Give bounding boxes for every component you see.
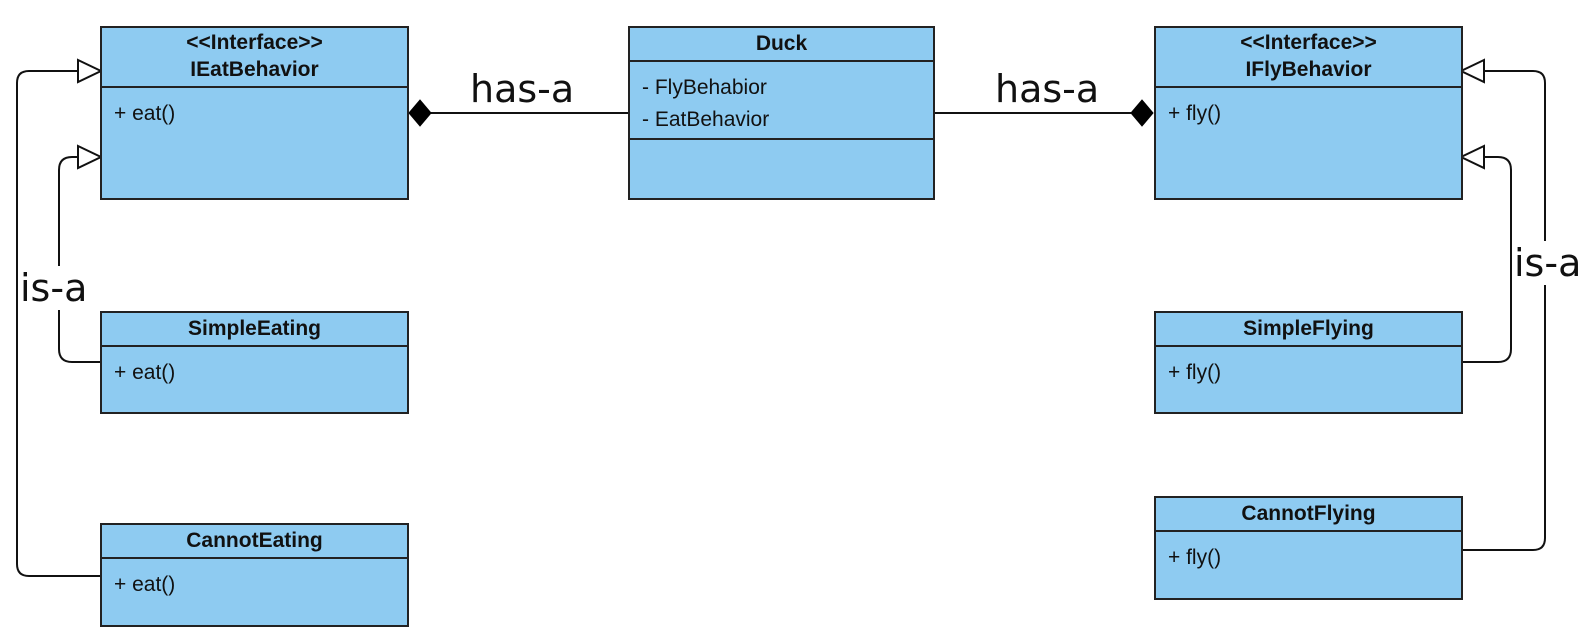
class-cannotflying[interactable]: CannotFlying + fly() (1154, 496, 1463, 600)
class-name: SimpleEating (187, 317, 322, 340)
edge-label-is-a-eat: is-a (20, 266, 88, 310)
inheritance-edge-simpleeating (58, 156, 101, 363)
class-methods: + eat() (102, 347, 407, 399)
class-name: IEatBehavior (190, 58, 319, 81)
inheritance-arrow-simpleflying (1458, 144, 1485, 170)
method-fly: + fly() (1168, 361, 1222, 384)
edge-label-has-a-eat: has-a (470, 67, 575, 111)
class-methods: + eat() (102, 559, 407, 611)
class-header: SimpleEating (102, 313, 407, 347)
class-methods: + fly() (1156, 347, 1461, 399)
class-methods: + fly() (1156, 88, 1461, 140)
class-methods: + fly() (1156, 532, 1461, 584)
class-header: <<Interface>> IEatBehavior (102, 28, 407, 88)
class-iflybehavior[interactable]: <<Interface>> IFlyBehavior + fly() (1154, 26, 1463, 200)
class-stereotype: <<Interface>> (1240, 31, 1377, 54)
class-name: CannotEating (186, 529, 323, 552)
inheritance-arrow-cannotflying (1458, 58, 1485, 84)
attribute-flybehavior: - FlyBehabior (642, 76, 767, 99)
method-eat: + eat() (114, 102, 176, 125)
attribute-eatbehavior: - EatBehavior (642, 108, 770, 131)
method-fly: + fly() (1168, 102, 1222, 125)
class-header: CannotEating (102, 525, 407, 559)
class-name: Duck (755, 32, 808, 55)
class-cannoteating[interactable]: CannotEating + eat() (100, 523, 409, 627)
inheritance-edge-simpleflying (1461, 156, 1512, 363)
inheritance-arrow-simpleeating (77, 144, 104, 170)
class-attributes: - FlyBehabior - EatBehavior (630, 62, 933, 140)
composition-diamond-ieat (408, 99, 432, 127)
class-header: CannotFlying (1156, 498, 1461, 532)
class-name: CannotFlying (1241, 502, 1376, 525)
class-simpleeating[interactable]: SimpleEating + eat() (100, 311, 409, 414)
edge-label-has-a-fly: has-a (995, 67, 1100, 111)
inheritance-arrow-cannoteating (77, 58, 104, 84)
composition-diamond-ifly (1130, 99, 1154, 127)
inheritance-edge-cannoteating (16, 70, 101, 577)
method-eat: + eat() (114, 361, 176, 384)
class-stereotype: <<Interface>> (186, 31, 323, 54)
inheritance-edge-cannotflying (1461, 70, 1546, 551)
class-header: Duck (630, 28, 933, 62)
class-ieatbehavior[interactable]: <<Interface>> IEatBehavior + eat() (100, 26, 409, 200)
class-name: SimpleFlying (1243, 317, 1374, 340)
method-eat: + eat() (114, 573, 176, 596)
class-header: SimpleFlying (1156, 313, 1461, 347)
edge-label-is-a-fly: is-a (1514, 241, 1582, 285)
class-duck[interactable]: Duck - FlyBehabior - EatBehavior (628, 26, 935, 200)
class-name: IFlyBehavior (1245, 58, 1372, 81)
class-methods: + eat() (102, 88, 407, 140)
class-header: <<Interface>> IFlyBehavior (1156, 28, 1461, 88)
method-fly: + fly() (1168, 546, 1222, 569)
class-simpleflying[interactable]: SimpleFlying + fly() (1154, 311, 1463, 414)
